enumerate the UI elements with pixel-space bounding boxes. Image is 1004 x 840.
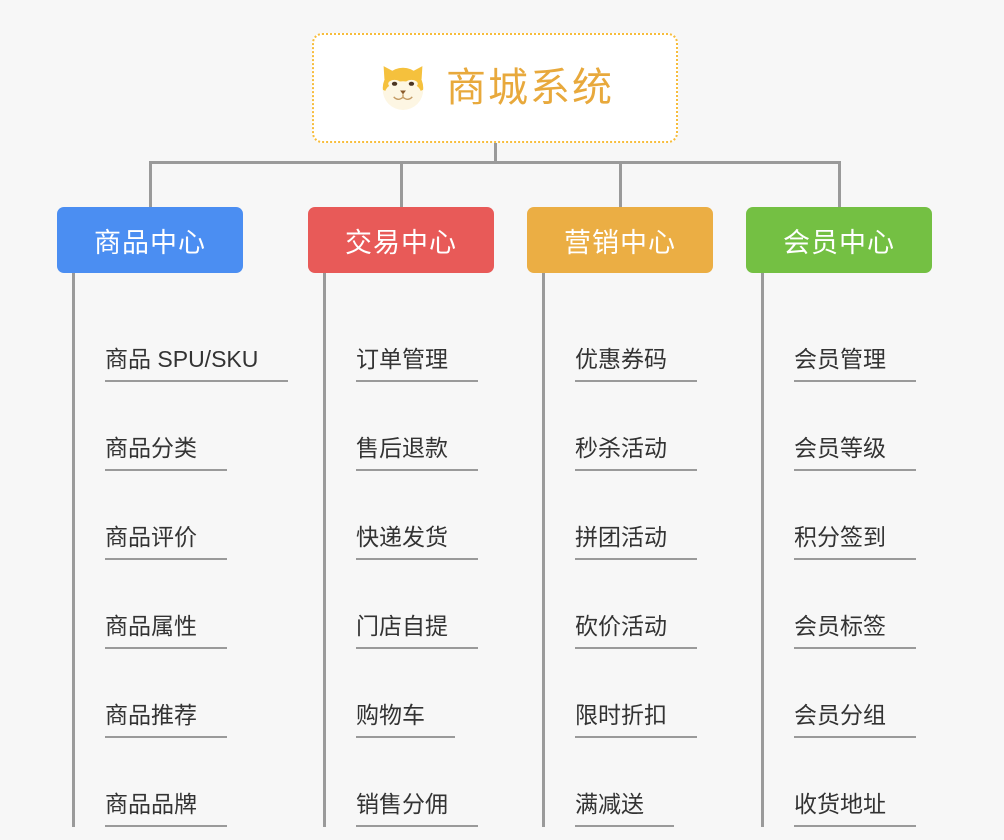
branch-stem-4: [761, 273, 764, 305]
leaf-label: 商品 SPU/SKU: [105, 348, 289, 382]
leaf-label: 优惠券码: [575, 348, 697, 382]
leaf-label: 快递发货: [356, 526, 478, 560]
leaf-trunk-4: [761, 293, 764, 827]
branch-column-3: 营销中心: [527, 207, 713, 273]
list-item[interactable]: 秒杀活动: [542, 382, 697, 471]
leaf-label: 会员等级: [794, 437, 916, 471]
list-item[interactable]: 商品推荐: [72, 649, 288, 738]
branch-stem-2: [323, 273, 326, 305]
leaf-label: 会员标签: [794, 615, 916, 649]
connector-root-stem: [494, 143, 497, 163]
leaf-label: 售后退款: [356, 437, 478, 471]
list-item[interactable]: 拼团活动: [542, 471, 697, 560]
leaf-label: 收货地址: [794, 793, 916, 827]
category-header-3[interactable]: 营销中心: [527, 207, 713, 273]
shiba-dog-emoji-icon: [382, 66, 424, 110]
leaf-label: 销售分佣: [356, 793, 478, 827]
root-node[interactable]: 商城系统: [312, 33, 678, 143]
branch-column-4: 会员中心: [746, 207, 932, 273]
connector-drop-2: [400, 161, 403, 207]
leaf-label: 商品分类: [105, 437, 227, 471]
leaf-label: 订单管理: [356, 348, 478, 382]
leaf-label: 门店自提: [356, 615, 478, 649]
leaf-list-2: 订单管理 售后退款 快递发货 门店自提 购物车 销售分佣: [323, 293, 478, 827]
branch-stem-3: [542, 273, 545, 305]
list-item[interactable]: 快递发货: [323, 471, 478, 560]
leaf-list-3: 优惠券码 秒杀活动 拼团活动 砍价活动 限时折扣 满减送: [542, 293, 697, 827]
leaf-label: 限时折扣: [575, 704, 697, 738]
category-header-1[interactable]: 商品中心: [57, 207, 243, 273]
list-item[interactable]: 商品 SPU/SKU: [72, 293, 289, 382]
connector-drop-3: [619, 161, 622, 207]
category-label-4: 会员中心: [783, 227, 895, 258]
leaf-list-4: 会员管理 会员等级 积分签到 会员标签 会员分组 收货地址: [761, 293, 916, 827]
branch-stem-1: [72, 273, 75, 305]
list-item[interactable]: 商品分类: [72, 382, 288, 471]
category-header-4[interactable]: 会员中心: [746, 207, 932, 273]
branch-column-1: 商品中心: [57, 207, 243, 273]
leaf-label: 积分签到: [794, 526, 916, 560]
leaf-trunk-1: [72, 293, 75, 827]
list-item[interactable]: 门店自提: [323, 560, 478, 649]
leaf-label: 购物车: [356, 704, 455, 738]
category-label-3: 营销中心: [564, 227, 676, 258]
leaf-label: 商品品牌: [105, 793, 227, 827]
leaf-trunk-3: [542, 293, 545, 827]
list-item[interactable]: 商品品牌: [72, 738, 288, 827]
branch-column-2: 交易中心: [308, 207, 494, 273]
leaf-label: 砍价活动: [575, 615, 697, 649]
list-item[interactable]: 商品属性: [72, 560, 288, 649]
list-item[interactable]: 优惠券码: [542, 293, 697, 382]
list-item[interactable]: 售后退款: [323, 382, 478, 471]
list-item[interactable]: 会员分组: [761, 649, 916, 738]
list-item[interactable]: 销售分佣: [323, 738, 478, 827]
list-item[interactable]: 商品评价: [72, 471, 288, 560]
list-item[interactable]: 收货地址: [761, 738, 916, 827]
list-item[interactable]: 会员等级: [761, 382, 916, 471]
list-item[interactable]: 砍价活动: [542, 560, 697, 649]
list-item[interactable]: 订单管理: [323, 293, 478, 382]
list-item[interactable]: 满减送: [542, 738, 697, 827]
leaf-label: 拼团活动: [575, 526, 697, 560]
connector-drop-1: [149, 161, 152, 207]
connector-drop-4: [838, 161, 841, 207]
list-item[interactable]: 积分签到: [761, 471, 916, 560]
root-title: 商城系统: [446, 66, 614, 110]
list-item[interactable]: 限时折扣: [542, 649, 697, 738]
leaf-label: 满减送: [575, 793, 674, 827]
leaf-label: 商品属性: [105, 615, 227, 649]
category-label-2: 交易中心: [345, 227, 457, 258]
list-item[interactable]: 购物车: [323, 649, 478, 738]
leaf-label: 商品推荐: [105, 704, 227, 738]
list-item[interactable]: 会员标签: [761, 560, 916, 649]
list-item[interactable]: 会员管理: [761, 293, 916, 382]
leaf-list-1: 商品 SPU/SKU 商品分类 商品评价 商品属性 商品推荐 商品品牌: [72, 293, 289, 827]
leaf-label: 会员分组: [794, 704, 916, 738]
connector-horizontal-bus: [149, 161, 841, 164]
leaf-trunk-2: [323, 293, 326, 827]
leaf-label: 秒杀活动: [575, 437, 697, 471]
category-header-2[interactable]: 交易中心: [308, 207, 494, 273]
leaf-label: 商品评价: [105, 526, 227, 560]
category-label-1: 商品中心: [94, 227, 206, 258]
leaf-label: 会员管理: [794, 348, 916, 382]
